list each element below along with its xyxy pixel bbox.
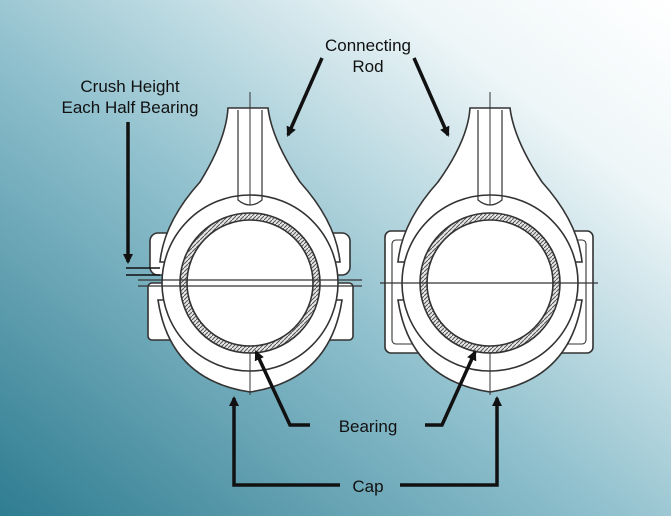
crush-height-label-line1: Crush Height xyxy=(80,77,179,96)
bearing-arrow-right xyxy=(425,350,477,427)
connecting-rod-label-line1: Connecting xyxy=(325,36,411,55)
connecting-rod-label-line2: Rod xyxy=(352,57,383,76)
cap-label: Cap xyxy=(352,477,383,496)
crush-height-label-line2: Each Half Bearing xyxy=(61,98,198,117)
callout-arrows xyxy=(123,57,502,487)
bearing-arrow-left xyxy=(254,350,310,427)
cap-arrow-right xyxy=(400,396,502,487)
connecting-rod-arrow-left xyxy=(286,57,324,137)
connecting-rod-arrow-right xyxy=(412,57,450,137)
bearing-label: Bearing xyxy=(339,417,398,436)
left-crank-bore xyxy=(186,219,314,347)
cap-arrow-left xyxy=(229,396,340,487)
left-rod-assembly xyxy=(138,92,362,395)
right-rod-assembly xyxy=(380,92,598,395)
